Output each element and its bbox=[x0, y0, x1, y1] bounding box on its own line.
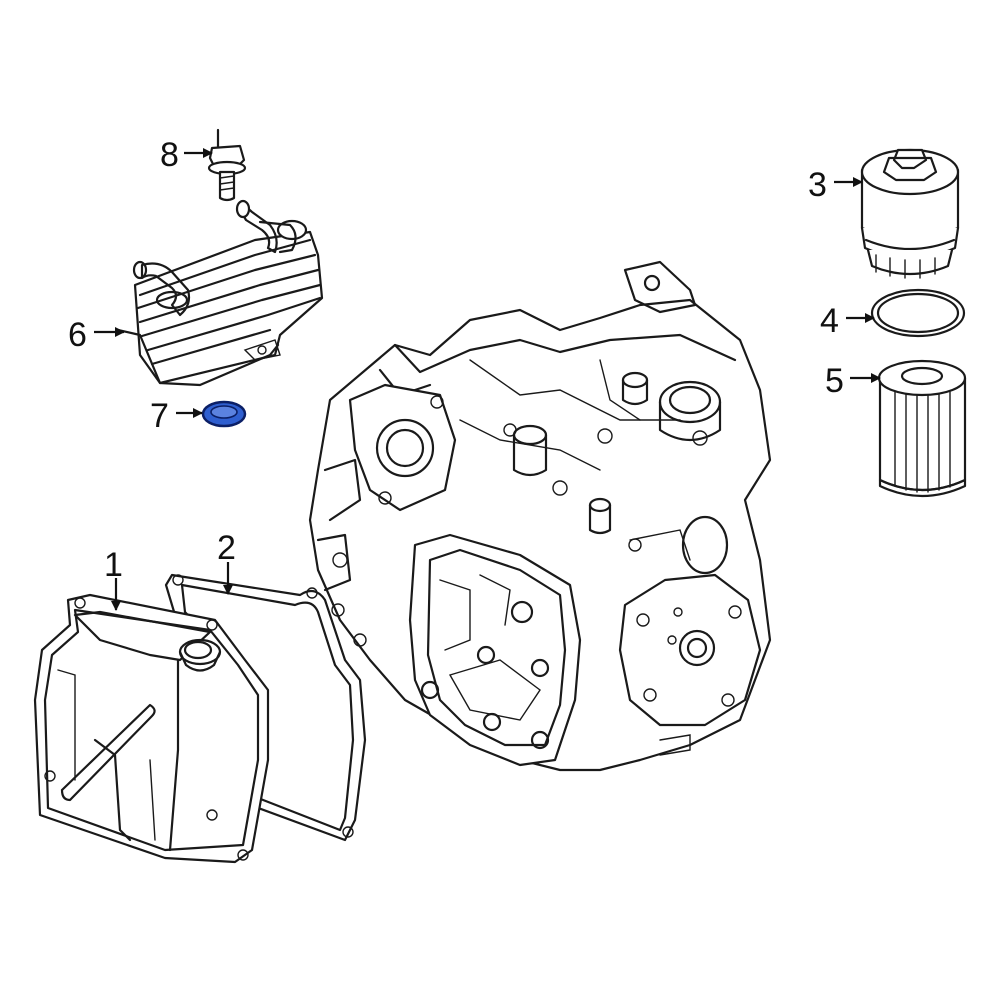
bolt bbox=[207, 128, 247, 202]
transmission-housing bbox=[308, 260, 772, 772]
filter-element bbox=[877, 359, 967, 498]
callout-7: 7 bbox=[150, 397, 169, 435]
filter-housing-cap bbox=[860, 148, 960, 279]
callout-8: 8 bbox=[160, 136, 179, 174]
callout-5: 5 bbox=[825, 362, 844, 400]
seal-ring bbox=[201, 400, 247, 428]
callout-leaders bbox=[94, 148, 881, 611]
callout-3: 3 bbox=[808, 166, 827, 204]
oil-pan bbox=[33, 593, 270, 864]
callout-labels: 1 2 3 4 5 6 7 8 bbox=[68, 136, 844, 584]
callout-1: 1 bbox=[104, 546, 123, 584]
cap-o-ring bbox=[870, 288, 966, 338]
callout-2: 2 bbox=[217, 529, 236, 567]
callout-4: 4 bbox=[820, 302, 839, 340]
oil-cooler bbox=[116, 199, 324, 387]
callout-6: 6 bbox=[68, 316, 87, 354]
